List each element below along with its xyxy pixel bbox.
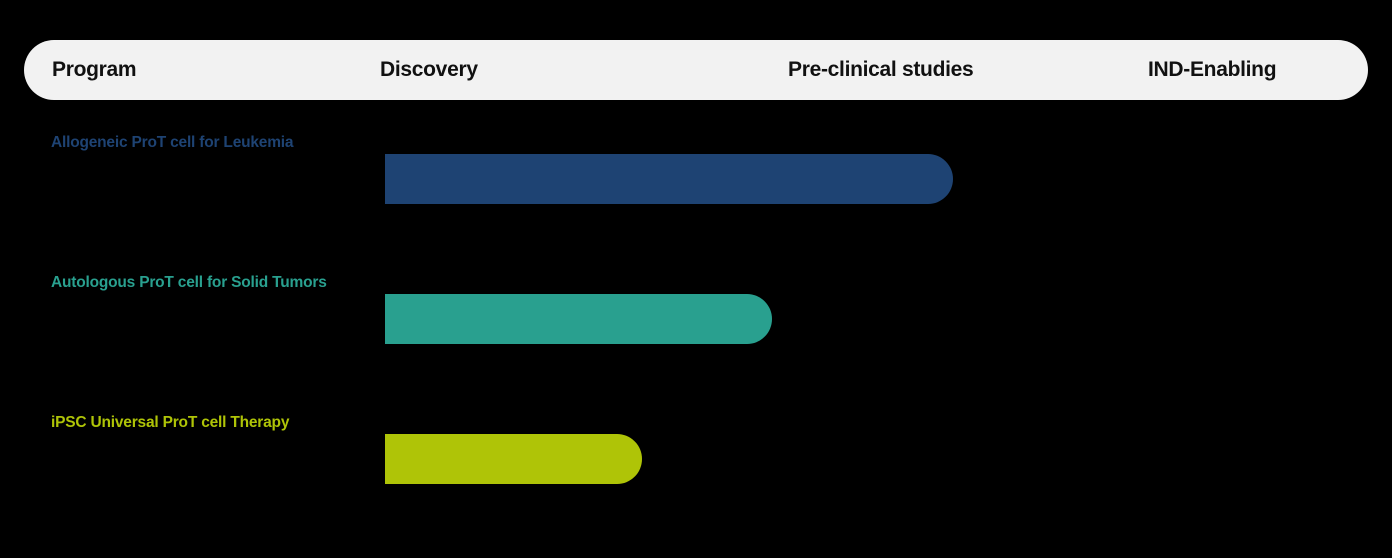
progress-track	[385, 294, 1345, 344]
column-header-ind-enabling: IND-Enabling	[1148, 58, 1277, 81]
pipeline-stage-header: Program Discovery Pre-clinical studies I…	[24, 40, 1368, 100]
progress-bar	[385, 294, 772, 344]
progress-bar	[385, 154, 953, 204]
program-label: Autologous ProT cell for Solid Tumors	[51, 274, 327, 291]
column-header-preclinical-studies: Pre-clinical studies	[788, 58, 974, 81]
program-label: Allogeneic ProT cell for Leukemia	[51, 134, 294, 151]
pipeline-row: iPSC Universal ProT cell Therapy	[0, 400, 1392, 540]
column-header-discovery: Discovery	[380, 58, 478, 81]
progress-track	[385, 434, 1345, 484]
progress-bar	[385, 434, 642, 484]
program-label: iPSC Universal ProT cell Therapy	[51, 414, 290, 431]
column-header-program: Program	[52, 58, 137, 81]
pipeline-row: Allogeneic ProT cell for Leukemia	[0, 120, 1392, 260]
progress-track	[385, 154, 1345, 204]
pipeline-row: Autologous ProT cell for Solid Tumors	[0, 260, 1392, 400]
